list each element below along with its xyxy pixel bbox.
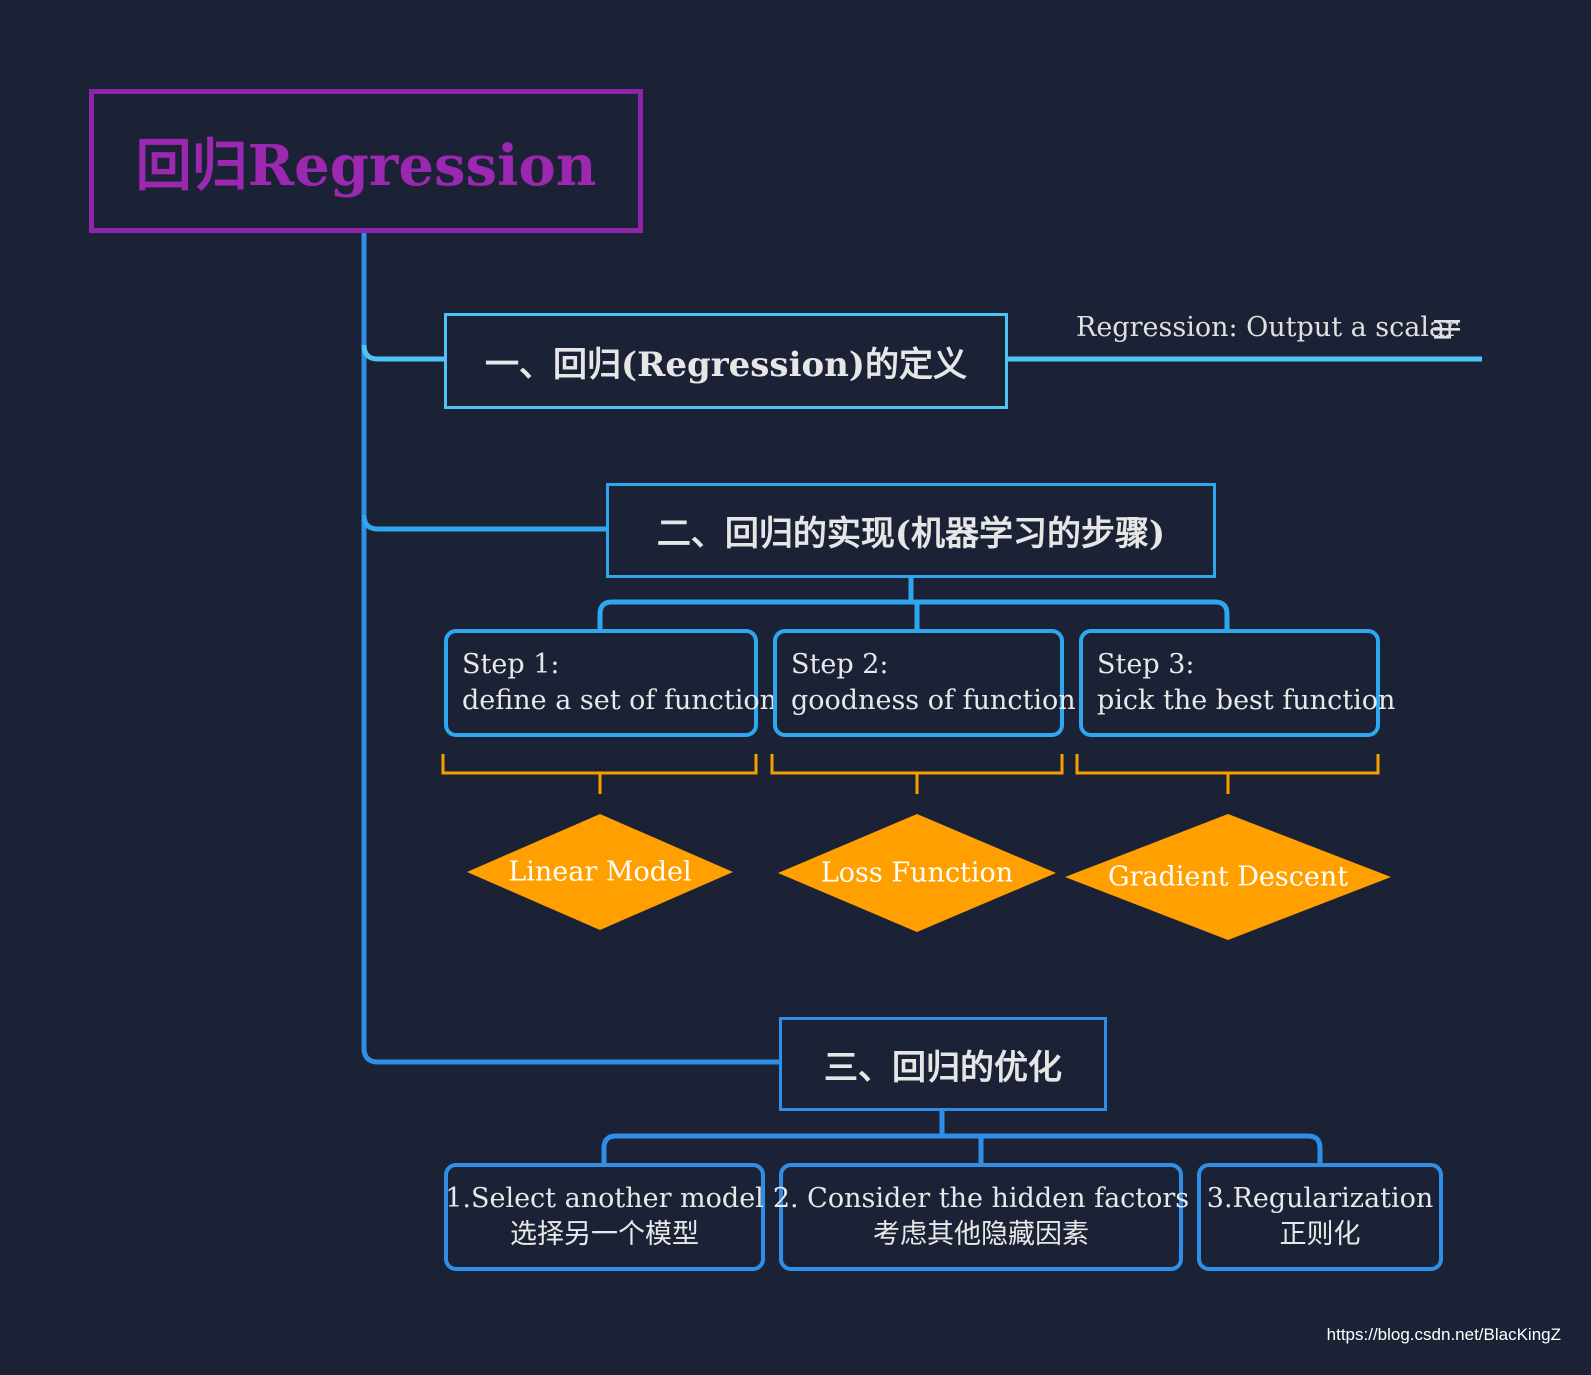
step-label: Step 2:: [791, 649, 889, 680]
step-connectors: [597, 578, 1230, 629]
step-text: goodness of function: [791, 685, 1076, 716]
diamond-gradient-descent: [1065, 814, 1391, 940]
bracket-3: [1075, 754, 1380, 794]
step-label: Step 3:: [1097, 649, 1195, 680]
topic-definition[interactable]: 一、回归(Regression)的定义: [444, 313, 1008, 409]
opt-en: 3.Regularization: [1206, 1183, 1434, 1214]
trunk-line: [361, 233, 779, 1065]
root-node[interactable]: 回归Regression: [89, 89, 643, 233]
optimization-node[interactable]: 3.Regularization 正则化: [1197, 1163, 1443, 1271]
topic-implementation[interactable]: 二、回归的实现(机器学习的步骤): [606, 483, 1216, 578]
diamond-label: Gradient Descent: [1107, 861, 1349, 893]
opt-zh: 考虑其他隐藏因素: [873, 1219, 1089, 1250]
optimization-node[interactable]: 2. Consider the hidden factors 考虑其他隐藏因素: [773, 1163, 1189, 1271]
step-text: define a set of function: [462, 685, 778, 716]
diamond-label: Loss Function: [820, 857, 1014, 889]
topic-title: 三、回归的优化: [824, 1047, 1062, 1088]
topic-note: Regression: Output a scalar: [1076, 312, 1459, 343]
opt-zh: 正则化: [1279, 1219, 1361, 1250]
menu-lines-icon[interactable]: [1434, 318, 1462, 342]
opt-connectors: [601, 1111, 1323, 1163]
step-label: Step 1:: [462, 649, 560, 680]
bracket-2: [770, 754, 1064, 794]
topic-optimization[interactable]: 三、回归的优化: [779, 1017, 1107, 1111]
topic-title: 二、回归的实现(机器学习的步骤): [656, 514, 1166, 554]
topic-title: 一、回归(Regression)的定义: [485, 344, 967, 385]
watermark: https://blog.csdn.net/BlacKingZ: [1326, 1325, 1561, 1344]
opt-zh: 选择另一个模型: [510, 1219, 699, 1250]
opt-en: 1.Select another model: [445, 1183, 764, 1214]
diamond-label: Linear Model: [508, 856, 692, 888]
step-text: pick the best function: [1097, 685, 1396, 716]
step-node[interactable]: Step 2: goodness of function: [773, 629, 1076, 737]
diamond-linear-model: [467, 814, 733, 930]
branch-line-2: [361, 514, 606, 532]
bracket-1: [441, 754, 758, 794]
opt-en: 2. Consider the hidden factors: [772, 1183, 1190, 1214]
optimization-node[interactable]: 1.Select another model 选择另一个模型: [444, 1163, 765, 1271]
branch-line-1: [361, 344, 444, 362]
step-node[interactable]: Step 1: define a set of function: [444, 629, 777, 737]
diamond-loss-function: [778, 814, 1056, 932]
bracket-group: [441, 754, 1380, 794]
root-title: 回归Regression: [135, 132, 597, 199]
step-node[interactable]: Step 3: pick the best function: [1079, 629, 1395, 737]
